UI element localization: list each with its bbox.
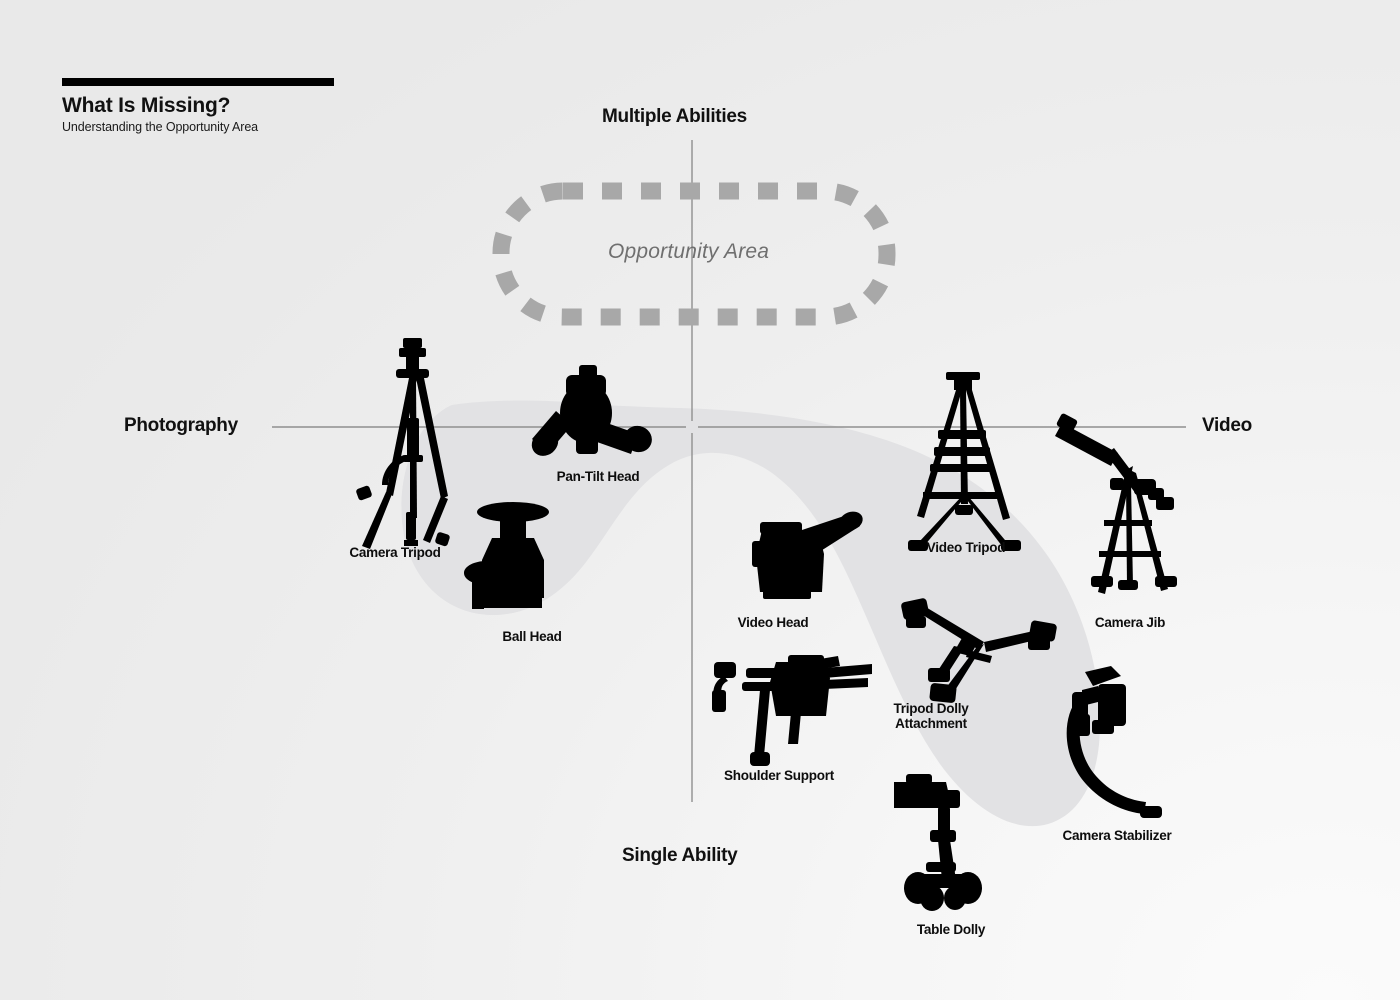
product-label: Tripod Dolly Attachment [893, 701, 969, 731]
page-title: What Is Missing? [62, 94, 231, 117]
table-dolly-icon [894, 774, 982, 911]
product-label: Video Head [737, 615, 809, 630]
tripod-dolly-icon [901, 598, 1057, 703]
opportunity-area-outline [492, 182, 896, 326]
camera-stabilizer-icon [1066, 666, 1162, 818]
product-label: Pan-Tilt Head [556, 469, 640, 484]
axis-label-top: Multiple Abilities [602, 106, 747, 127]
title-block: What Is Missing? Understanding the Oppor… [62, 78, 482, 134]
video-tripod-icon [908, 372, 1021, 551]
product-label: Ball Head [502, 629, 562, 644]
axis-label-left: Photography [124, 415, 238, 436]
ball-head-icon [464, 502, 549, 609]
camera-jib-icon [1055, 413, 1177, 594]
video-head-icon [752, 511, 863, 599]
camera-tripod-icon [356, 338, 450, 549]
product-label: Shoulder Support [724, 768, 834, 783]
opportunity-area-label: Opportunity Area [608, 240, 770, 263]
product-label: Table Dolly [916, 922, 986, 937]
title-rule-divider [62, 78, 334, 86]
existing-products-region-lobe [401, 400, 702, 615]
axis-label-bottom: Single Ability [622, 845, 738, 866]
pan-tilt-head-icon [531, 365, 652, 456]
page-subtitle: Understanding the Opportunity Area [62, 120, 259, 135]
product-label: Camera Stabilizer [1062, 828, 1172, 843]
shoulder-support-icon [712, 655, 872, 766]
axis-label-right: Video [1202, 415, 1252, 436]
product-label: Video Tripod [926, 540, 1006, 555]
product-label: Camera Jib [1094, 615, 1166, 630]
product-label: Camera Tripod [349, 545, 441, 560]
